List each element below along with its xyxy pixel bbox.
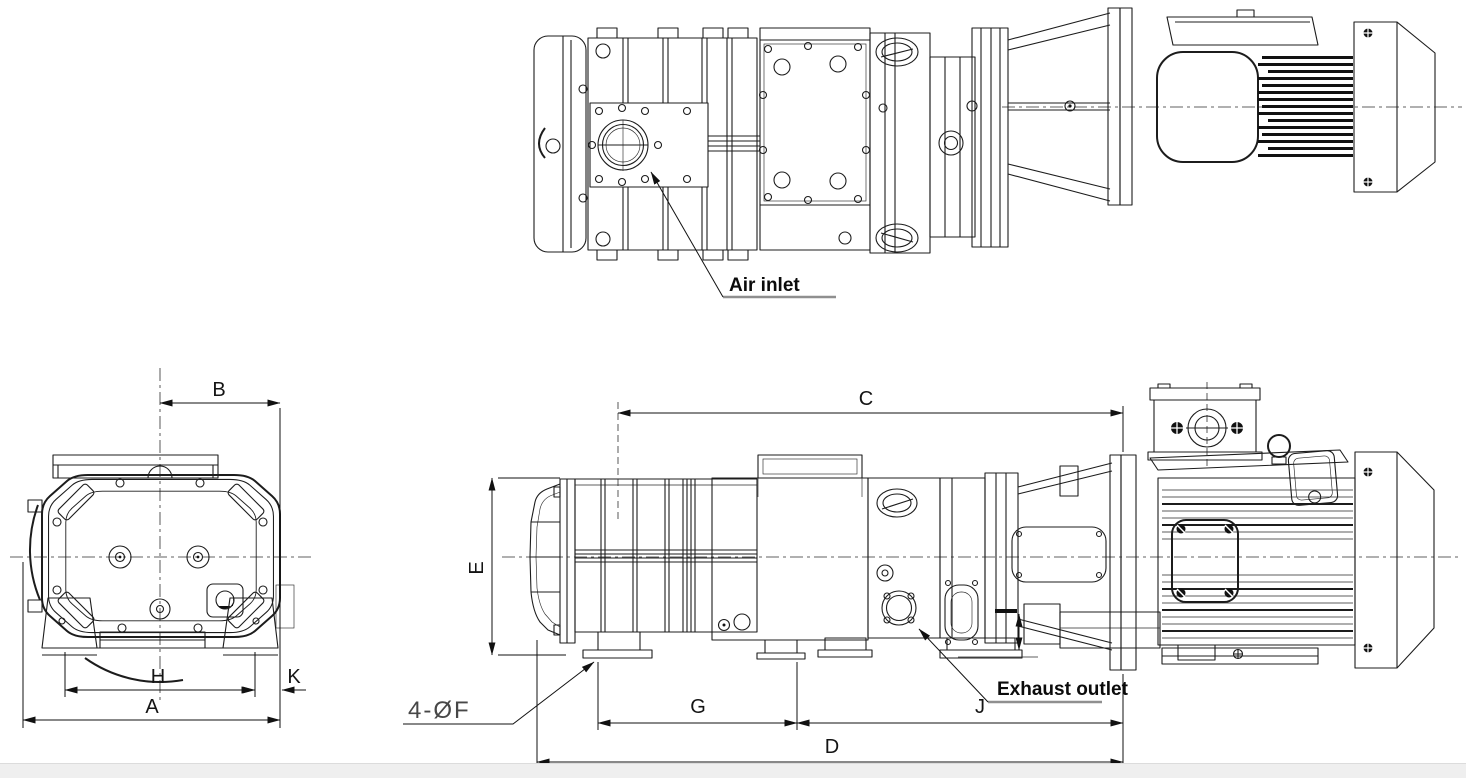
- cowl-screw: [1363, 28, 1373, 187]
- motor-cooling-fins-side: [1162, 489, 1353, 639]
- adapter-housing: [939, 477, 1023, 659]
- exhaust-port-flange: [881, 590, 917, 626]
- fan-cowl-ring-top: [1353, 21, 1398, 193]
- motor-side-view: [1023, 382, 1435, 669]
- bolt-hole-callout: 4-ØF: [403, 661, 595, 725]
- dimension-label-B: B: [212, 379, 225, 401]
- drain-plug: [149, 598, 171, 620]
- bearing-clip: [538, 127, 546, 159]
- bolt-note-label: 4-ØF: [408, 697, 471, 724]
- exhaust-outlet-leader: [918, 628, 989, 703]
- housing-arc-left: [28, 504, 41, 601]
- exhaust-outlet-callout: Exhaust outlet: [918, 628, 1129, 704]
- front-end-cap: [533, 35, 587, 253]
- motor-cooling-fins-top: [1258, 56, 1353, 157]
- front-foot-side: [582, 631, 653, 659]
- oil-plug: [733, 613, 751, 631]
- dimension-label-G: G: [690, 696, 706, 718]
- motor-flange-disc-side: [1109, 454, 1122, 671]
- pump-body-side: [574, 478, 758, 633]
- exhaust-outlet-label: Exhaust outlet: [997, 679, 1129, 700]
- dimension-K: K: [231, 666, 306, 694]
- annotations: Air inlet Exhaust outlet 4-ØF: [403, 171, 1129, 725]
- dimension-J: J: [796, 696, 1124, 727]
- side-tab: [27, 499, 43, 513]
- dimension-E: E: [466, 477, 566, 656]
- mid-foot: [764, 639, 798, 654]
- dimension-A: A: [22, 562, 281, 728]
- dimensions: B H K A C E: [22, 379, 1124, 768]
- corner-pads: [57, 483, 265, 629]
- gear-cover-plate: [758, 27, 871, 251]
- under-motor-duct: [1023, 603, 1161, 649]
- exhaust-height-dimension: [958, 609, 1038, 658]
- oil-sight-glass: [206, 583, 244, 618]
- coupling-housing-top: [966, 7, 1133, 248]
- lifting-eyebolt: [1267, 434, 1291, 465]
- mounting-feet-front: [41, 597, 279, 656]
- lifting-eye-bottom: [875, 223, 919, 253]
- motor-flange-disc-top: [1107, 7, 1121, 206]
- air-inlet-leader: [650, 171, 724, 298]
- bearing-face-side: [1171, 519, 1239, 603]
- page-bottom-strip: [0, 763, 1466, 778]
- lifting-eye-side: [876, 488, 918, 518]
- vertical-exhaust-flange: [1147, 382, 1263, 466]
- bell-housing-side: [984, 454, 1137, 671]
- air-inlet-label: Air inlet: [729, 275, 800, 296]
- inlet-bolt-holes: [587, 103, 692, 187]
- motor-top-plate: [1149, 449, 1349, 471]
- oil-plug: [717, 618, 731, 632]
- top-flange-edge: [52, 454, 219, 479]
- motor-feet: [1161, 647, 1319, 665]
- motor-face: [1156, 51, 1259, 163]
- dimension-label-J: J: [975, 696, 985, 718]
- side-tab: [27, 599, 43, 613]
- bolt-note-leader: [403, 661, 595, 725]
- shaft-end-right: [186, 545, 210, 569]
- dimension-D: D: [536, 640, 1124, 768]
- fan-cowl-top: [1396, 21, 1436, 193]
- cover-bolt-holes: [758, 41, 871, 205]
- rear-plate-edge: [275, 584, 295, 629]
- terminal-box-plate: [1166, 16, 1319, 46]
- crankcase-block: [711, 477, 869, 660]
- air-inlet-callout: Air inlet: [650, 171, 836, 299]
- inlet-flange-plate: [587, 102, 709, 188]
- side-elevation-view: [502, 382, 1462, 671]
- shaft-end-left: [108, 545, 132, 569]
- coupling-window: [1011, 526, 1107, 583]
- bearing-housing-top: [869, 32, 976, 254]
- fan-cowl-side: [1354, 451, 1435, 669]
- dimension-H: H: [64, 652, 256, 697]
- end-cap-side: [529, 478, 576, 644]
- inlet-silencer-duct: [757, 454, 863, 479]
- dimension-label-H: H: [151, 666, 165, 688]
- dimension-B: B: [159, 379, 281, 728]
- top-plan-view: [533, 7, 1462, 261]
- motor-top-view: [1156, 9, 1436, 193]
- gear-housing-side: [817, 477, 941, 658]
- dimension-label-K: K: [287, 666, 301, 688]
- dimension-label-A: A: [145, 696, 159, 718]
- dimension-G: G: [597, 662, 798, 730]
- housing-arc-bottom: [84, 657, 184, 683]
- dimension-label-D: D: [825, 736, 839, 758]
- front-end-view: [10, 368, 312, 700]
- dimension-C: C: [617, 388, 1124, 452]
- octagonal-cover: [41, 474, 281, 638]
- dimension-label-C: C: [859, 388, 873, 410]
- pump-body-top: [578, 27, 760, 261]
- cable-entry-block: [1177, 644, 1216, 661]
- oval-port: [944, 584, 979, 641]
- dimension-label-E: E: [466, 561, 488, 574]
- lifting-eye-top: [875, 37, 919, 67]
